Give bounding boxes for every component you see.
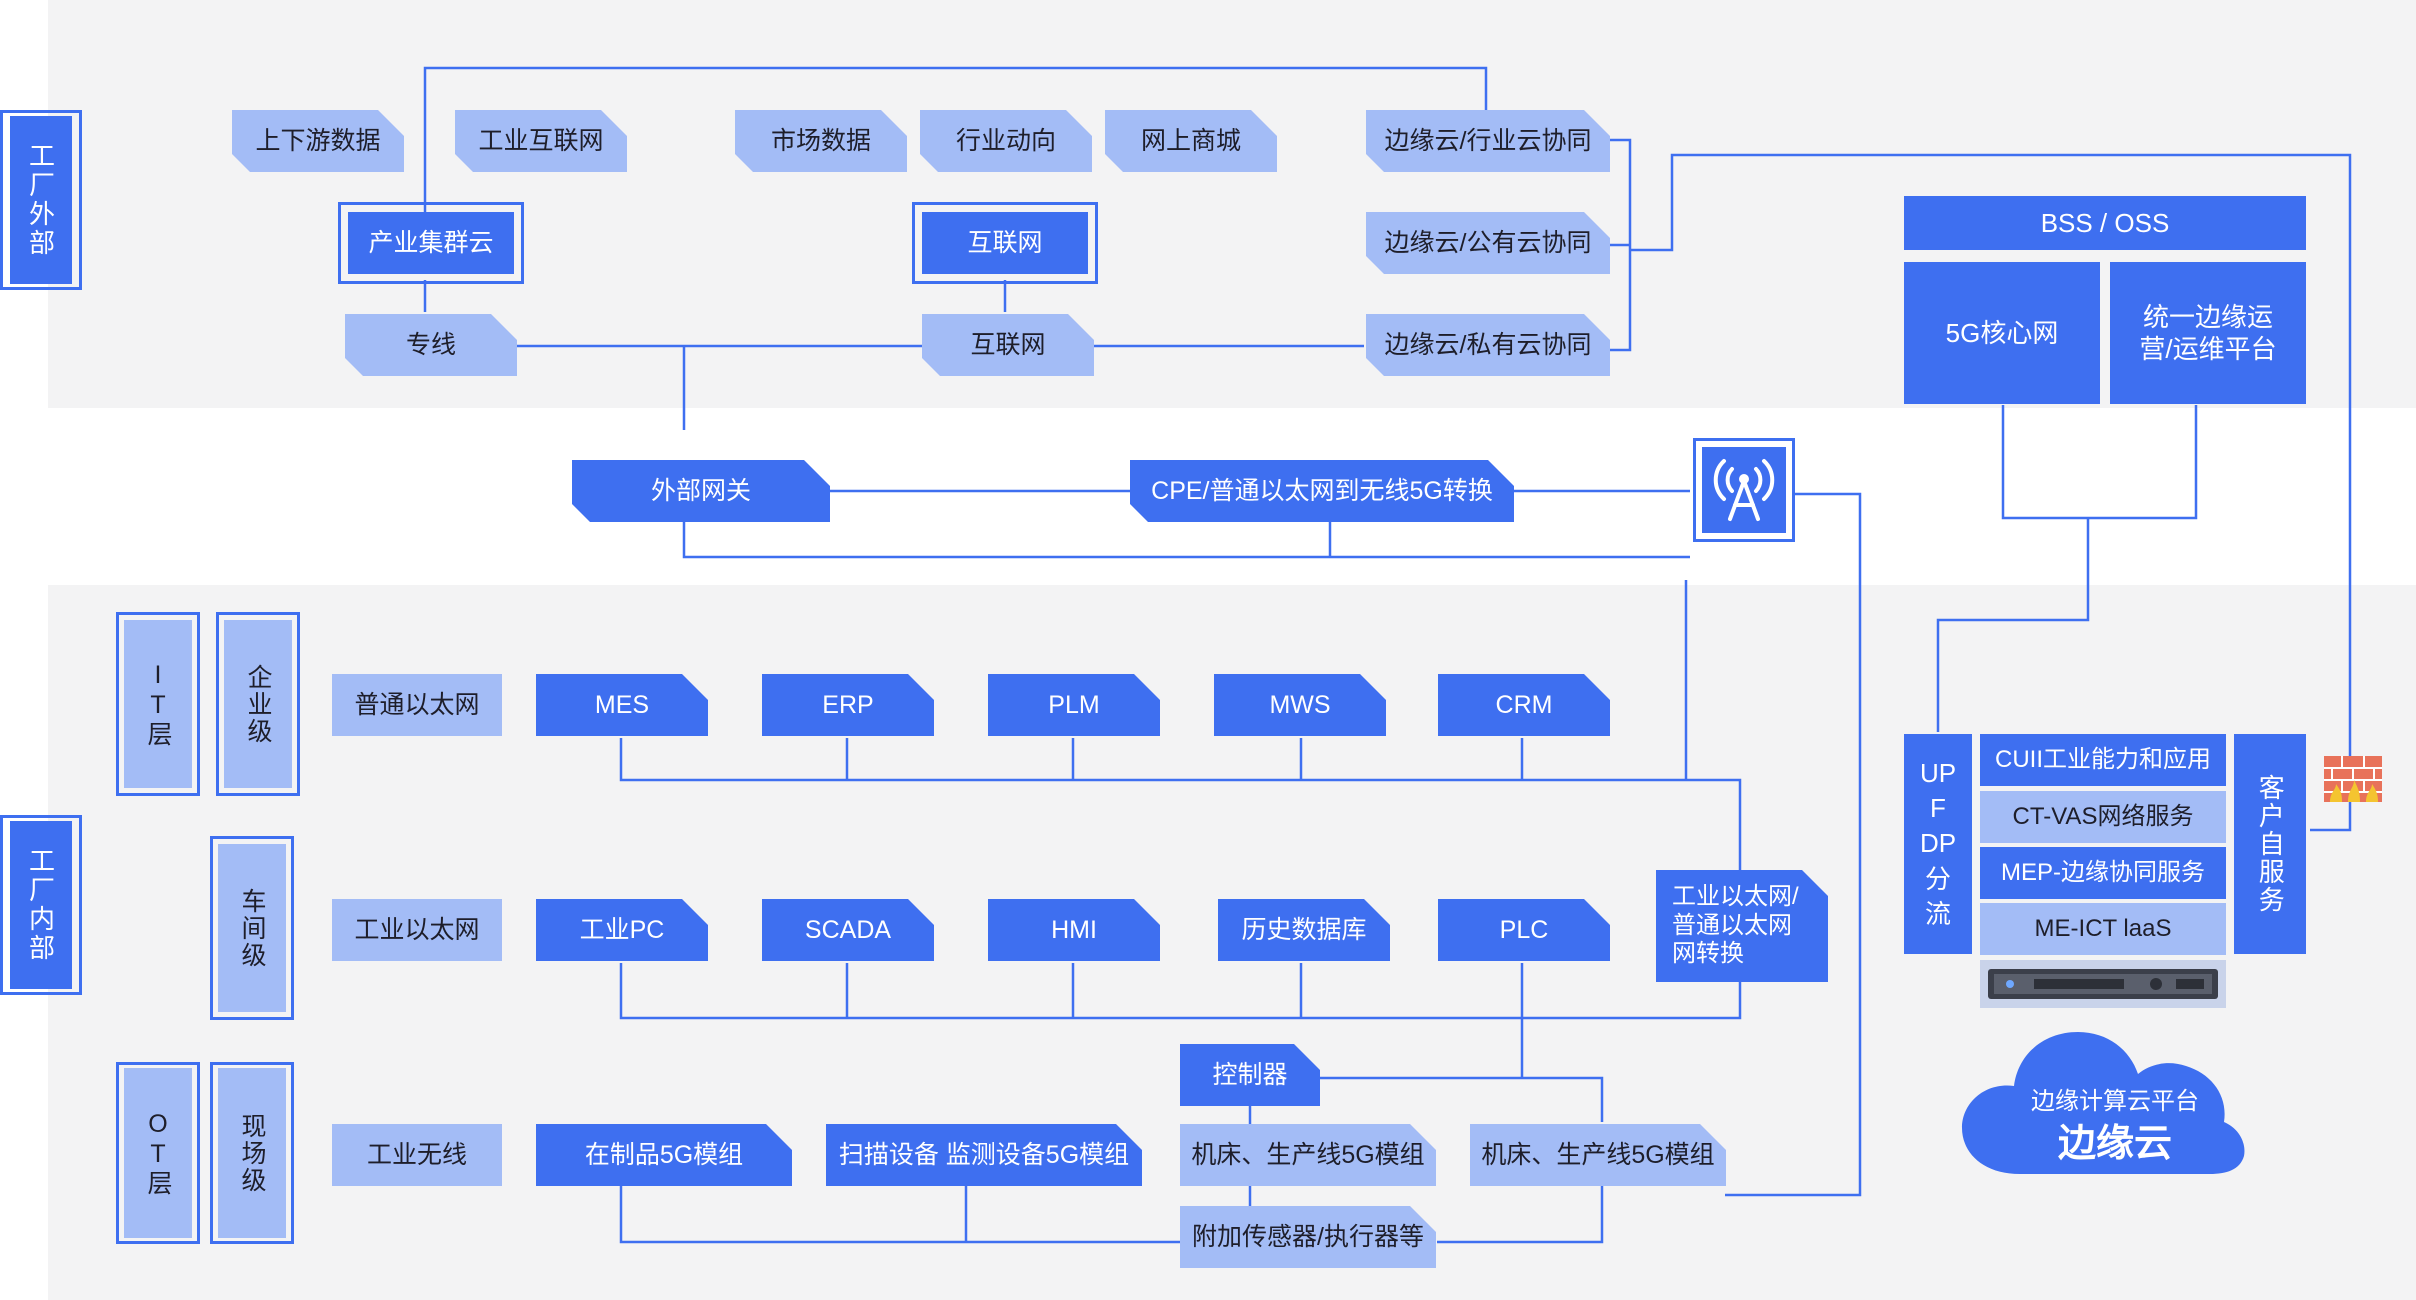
cloud-icon	[1960, 1024, 2246, 1182]
wip-5g-module-node: 在制品5G模组	[536, 1124, 792, 1186]
zone-outside-bracket	[0, 110, 82, 290]
mes-node: MES	[536, 674, 708, 736]
ethernet-converter-node: 工业以太网/普通以太网网转换	[1656, 870, 1828, 982]
edge-private-cloud-node: 边缘云/私有云协同	[1366, 314, 1610, 376]
crm-node: CRM	[1438, 674, 1610, 736]
workshop-bracket	[210, 836, 294, 1020]
enterprise-level-label: 企业级	[224, 620, 292, 788]
industry-cluster-cloud-node: 产业集群云	[348, 212, 514, 274]
scan-monitor-5g-module-node: 扫描设备 监测设备5G模组	[826, 1124, 1142, 1186]
industrial-internet-node: 工业互联网	[455, 110, 627, 172]
ct-vas-service-panel: CT-VAS网络服务	[1980, 791, 2226, 843]
cuii-service-panel: CUII工业能力和应用	[1980, 734, 2226, 786]
edge-public-cloud-node: 边缘云/公有云协同	[1366, 212, 1610, 274]
cpe-converter-node: CPE/普通以太网到无线5G转换	[1130, 460, 1514, 522]
scada-node: SCADA	[762, 899, 934, 961]
enterprise-network-label: 普通以太网	[332, 674, 502, 736]
workshop-network-label: 工业以太网	[332, 899, 502, 961]
mws-node: MWS	[1214, 674, 1386, 736]
zone-outside-label: 工厂外部	[10, 116, 72, 284]
edge-industry-cloud-node: 边缘云/行业云协同	[1366, 110, 1610, 172]
hmi-node: HMI	[988, 899, 1160, 961]
field-network-label: 工业无线	[332, 1124, 502, 1186]
customer-self-service-panel: 客户自服务	[2234, 734, 2306, 954]
firewall-icon	[2322, 746, 2384, 804]
sensors-actuators-node: 附加传感器/执行器等	[1180, 1206, 1436, 1268]
upf-dp-panel: UPF DP 分流	[1904, 734, 1972, 954]
zone-inside-label: 工厂内部	[10, 821, 72, 989]
plc-node: PLC	[1438, 899, 1610, 961]
enterprise-bracket	[216, 612, 300, 796]
edge-cloud-name: 边缘云	[2057, 1123, 2172, 1166]
controller-node: 控制器	[1180, 1044, 1320, 1106]
it-layer-bracket	[116, 612, 200, 796]
5g-core-panel: 5G核心网	[1904, 262, 2100, 404]
external-gateway-node: 外部网关	[572, 460, 830, 522]
internet-cloud-node: 互联网	[922, 212, 1088, 274]
customer-self-service-label: 客户自服务	[2255, 774, 2286, 914]
dedicated-line-node: 专线	[345, 314, 517, 376]
internet-bracket	[912, 202, 1098, 284]
plm-node: PLM	[988, 674, 1160, 736]
workshop-level-label: 车间级	[218, 844, 286, 1012]
edge-computing-platform-title: 边缘计算云平台	[2031, 1087, 2199, 1115]
me-ict-iaas-panel: ME-ICT laaS	[1980, 903, 2226, 955]
industry-trends-node: 行业动向	[920, 110, 1092, 172]
ot-layer-bracket	[116, 1062, 200, 1244]
bss-oss-panel: BSS / OSS	[1904, 196, 2306, 250]
server-icon	[1980, 960, 2226, 1008]
online-mall-node: 网上商城	[1105, 110, 1277, 172]
ot-layer-label: OT层	[124, 1068, 192, 1238]
edge-ops-platform-panel: 统一边缘运营/运维平台	[2110, 262, 2306, 404]
field-bracket	[210, 1062, 294, 1244]
industrial-pc-node: 工业PC	[536, 899, 708, 961]
zone-inside-bracket	[0, 815, 82, 995]
cluster-cloud-bracket	[338, 202, 524, 284]
machine-5g-module-node-1: 机床、生产线5G模组	[1180, 1124, 1436, 1186]
erp-node: ERP	[762, 674, 934, 736]
antenna-icon	[1702, 447, 1786, 533]
internet-node: 互联网	[922, 314, 1094, 376]
it-layer-label: IT层	[124, 620, 192, 788]
antenna-bracket	[1693, 438, 1795, 542]
machine-5g-module-node-2: 机床、生产线5G模组	[1470, 1124, 1726, 1186]
mep-service-panel: MEP-边缘协同服务	[1980, 847, 2226, 899]
field-level-label: 现场级	[218, 1068, 286, 1238]
market-data-node: 市场数据	[735, 110, 907, 172]
historian-node: 历史数据库	[1218, 899, 1390, 961]
upstream-data-node: 上下游数据	[232, 110, 404, 172]
